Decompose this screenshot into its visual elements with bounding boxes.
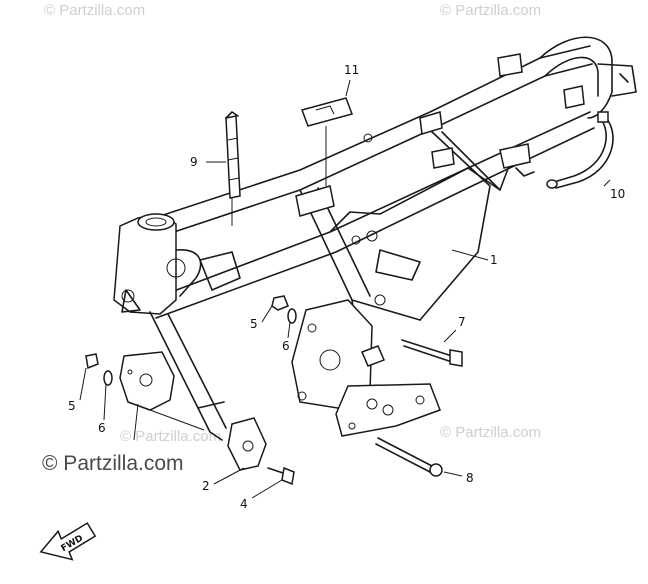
watermark-top-left: © Partzilla.com xyxy=(44,2,146,19)
callout-labels: 11 9 10 1 7 5 6 5 6 2 4 8 xyxy=(68,63,625,511)
bolt-8[interactable] xyxy=(375,437,443,477)
nut-5-lower[interactable] xyxy=(85,353,99,370)
watermark-bottom-left: © Partzilla.com xyxy=(42,452,184,475)
callout-9: 9 xyxy=(190,155,198,169)
nut-5-upper[interactable] xyxy=(271,295,289,311)
bolt-7[interactable] xyxy=(401,339,463,367)
fwd-arrow-icon: FWD xyxy=(39,522,97,561)
callout-5-lower: 5 xyxy=(68,399,76,413)
callout-6-lower: 6 xyxy=(98,421,106,435)
washer-6-upper[interactable] xyxy=(287,308,297,324)
leader-lines xyxy=(79,79,611,499)
callout-5-upper: 5 xyxy=(250,317,258,331)
engine-mount-bracket-front[interactable] xyxy=(119,351,175,411)
bolt-4[interactable] xyxy=(267,466,295,486)
callout-2: 2 xyxy=(202,479,210,493)
engine-mount-bracket-right[interactable] xyxy=(291,299,441,437)
callout-10: 10 xyxy=(610,187,625,201)
plate-11[interactable] xyxy=(301,97,353,127)
callout-6-upper: 6 xyxy=(282,339,290,353)
frame-assembly[interactable] xyxy=(113,36,637,441)
callout-4: 4 xyxy=(240,497,248,511)
callout-1: 1 xyxy=(490,253,498,267)
engine-mount-bracket-lower[interactable] xyxy=(227,417,267,471)
watermark-top-right: © Partzilla.com xyxy=(440,2,542,19)
watermark-bottom-right: © Partzilla.com xyxy=(440,424,542,441)
band-9[interactable] xyxy=(225,111,241,199)
washer-6-lower[interactable] xyxy=(103,370,113,386)
cable-10[interactable] xyxy=(546,111,614,189)
callout-11: 11 xyxy=(344,63,359,77)
watermark-mid-left: © Partzilla.com xyxy=(120,428,222,445)
callout-8: 8 xyxy=(466,471,474,485)
callout-7: 7 xyxy=(458,315,466,329)
